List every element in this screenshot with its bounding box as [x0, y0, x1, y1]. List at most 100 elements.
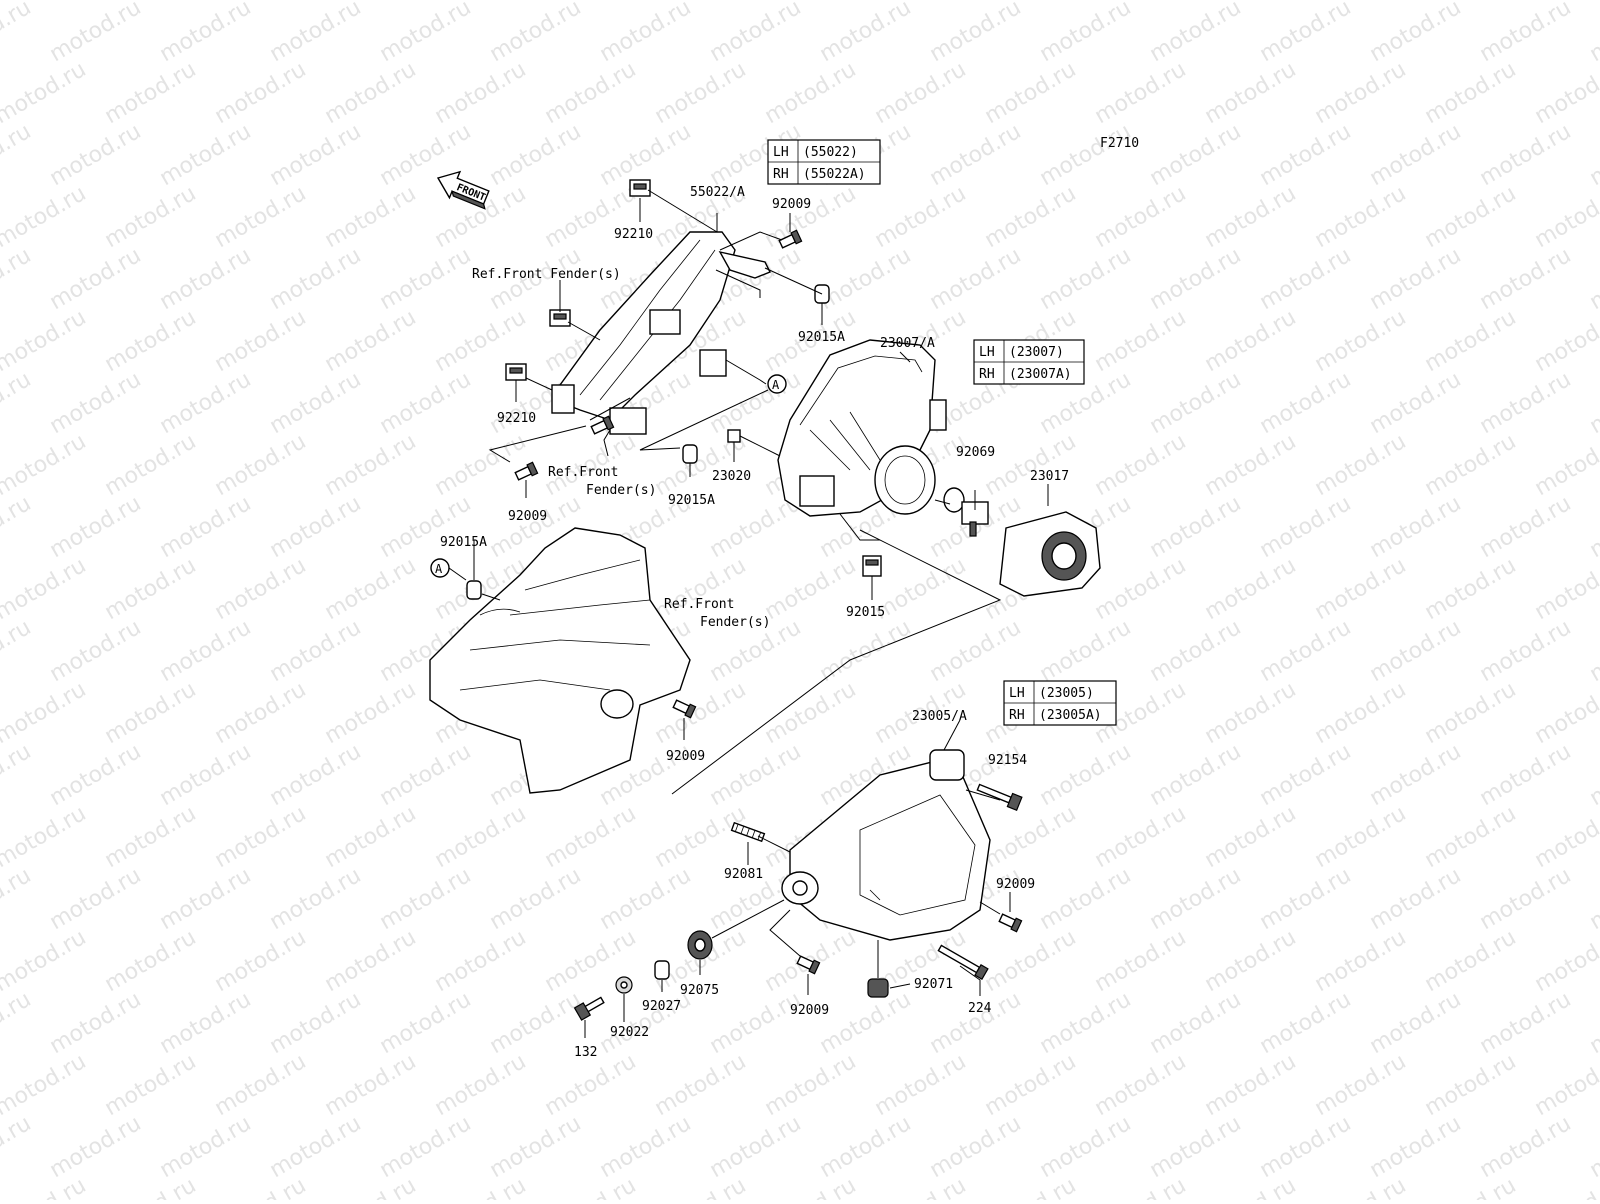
- part-label: 92081: [724, 867, 763, 882]
- screw-92009-left-icon: [514, 462, 537, 481]
- watermark-text: motod.ru: [321, 1173, 421, 1200]
- watermark-text: motod.ru: [101, 925, 201, 997]
- watermark-text: motod.ru: [1421, 1049, 1521, 1121]
- watermark-text: motod.ru: [156, 243, 256, 315]
- watermark-text: motod.ru: [101, 57, 201, 129]
- watermark-text: motod.ru: [541, 801, 641, 873]
- watermark-text: motod.ru: [1201, 677, 1301, 749]
- watermark-text: motod.ru: [0, 429, 90, 501]
- part-label: 92015A: [440, 535, 487, 550]
- watermark-text: motod.ru: [1091, 181, 1191, 253]
- watermark-text: motod.ru: [1036, 0, 1136, 67]
- table-side: LH: [773, 145, 789, 160]
- watermark-text: motod.ru: [376, 0, 476, 67]
- watermark-text: motod.ru: [266, 119, 366, 191]
- part-label: 224: [968, 1001, 992, 1016]
- watermark-text: motod.ru: [1091, 801, 1191, 873]
- watermark-text: motod.ru: [156, 615, 256, 687]
- watermark-text: motod.ru: [1531, 801, 1600, 873]
- watermark-text: motod.ru: [156, 119, 256, 191]
- watermark-text: motod.ru: [1366, 987, 1466, 1059]
- part-label: 92009: [790, 1003, 829, 1018]
- bolt-132-icon: [575, 994, 606, 1020]
- watermark-text: motod.ru: [431, 801, 531, 873]
- part-label: 92009: [996, 877, 1035, 892]
- watermark-text: motod.ru: [1586, 863, 1600, 935]
- watermark-text: motod.ru: [1036, 987, 1136, 1059]
- watermark-text: motod.ru: [1256, 615, 1356, 687]
- watermark-text: motod.ru: [1036, 243, 1136, 315]
- watermark-text: motod.ru: [211, 677, 311, 749]
- watermark-text: motod.ru: [156, 863, 256, 935]
- watermark-text: motod.ru: [0, 367, 35, 439]
- part-label: 23007/A: [880, 336, 935, 351]
- table-part: (23007): [1009, 345, 1064, 360]
- watermark-text: motod.ru: [0, 801, 90, 873]
- spacer-92015A-bracket-icon: [683, 445, 697, 463]
- watermark-text: motod.ru: [0, 57, 90, 129]
- watermark-text: motod.ru: [651, 57, 751, 129]
- watermark-text: motod.ru: [0, 1111, 35, 1183]
- watermark-text: motod.ru: [0, 0, 35, 67]
- watermark-text: motod.ru: [486, 987, 586, 1059]
- watermark-text: motod.ru: [1531, 305, 1600, 377]
- reference-label: Fender(s): [700, 615, 770, 630]
- watermark-text: motod.ru: [761, 1173, 861, 1200]
- watermark-text: motod.ru: [926, 0, 1026, 67]
- svg-text:A: A: [772, 378, 780, 392]
- watermark-text: motod.ru: [706, 1111, 806, 1183]
- part-label: 92210: [497, 411, 536, 426]
- watermark-text: motod.ru: [1586, 739, 1600, 811]
- part-label: 55022/A: [690, 185, 745, 200]
- headlight-cover-drawing: [782, 750, 990, 940]
- watermark-text: motod.ru: [1366, 491, 1466, 563]
- watermark-text: motod.ru: [266, 615, 366, 687]
- part-label: 92009: [666, 749, 705, 764]
- svg-text:A: A: [435, 562, 443, 576]
- watermark-text: motod.ru: [1531, 1049, 1600, 1121]
- watermark-text: motod.ru: [46, 491, 146, 563]
- watermark-text: motod.ru: [1531, 1173, 1600, 1200]
- watermark-text: motod.ru: [1531, 181, 1600, 253]
- part-label: 92009: [508, 509, 547, 524]
- watermark-text: motod.ru: [926, 119, 1026, 191]
- watermark-text: motod.ru: [1531, 429, 1600, 501]
- watermark-text: motod.ru: [1531, 553, 1600, 625]
- watermark-text: motod.ru: [1586, 0, 1600, 67]
- watermark-text: motod.ru: [1091, 57, 1191, 129]
- watermark-text: motod.ru: [1146, 243, 1246, 315]
- watermark-text: motod.ru: [1091, 553, 1191, 625]
- watermark-text: motod.ru: [1366, 0, 1466, 67]
- watermark-text: motod.ru: [541, 57, 641, 129]
- headlight-assembly-drawing: [778, 340, 946, 516]
- watermark-text: motod.ru: [266, 987, 366, 1059]
- watermark-text: motod.ru: [266, 367, 366, 439]
- watermark-text: motod.ru: [1311, 1049, 1411, 1121]
- watermark-text: motod.ru: [321, 57, 421, 129]
- figure-code: F2710: [1100, 136, 1139, 151]
- watermark-text: motod.ru: [1201, 305, 1301, 377]
- part-label: 92075: [680, 983, 719, 998]
- table-part: (23005): [1039, 686, 1094, 701]
- watermark-text: motod.ru: [981, 57, 1081, 129]
- watermark-text: motod.ru: [1421, 305, 1521, 377]
- watermark-text: motod.ru: [871, 181, 971, 253]
- watermark-text: motod.ru: [1036, 1111, 1136, 1183]
- table-part: (55022): [803, 145, 858, 160]
- part-label: 23005/A: [912, 709, 967, 724]
- reference-marker-a-upper: A: [768, 375, 786, 393]
- watermark-text: motod.ru: [1531, 57, 1600, 129]
- watermark-text: motod.ru: [1146, 739, 1246, 811]
- watermark-text: motod.ru: [1366, 243, 1466, 315]
- watermark-text: motod.ru: [1476, 863, 1576, 935]
- watermark-text: motod.ru: [0, 677, 90, 749]
- watermark-text: motod.ru: [0, 181, 90, 253]
- watermark-text: motod.ru: [1256, 1111, 1356, 1183]
- watermark-text: motod.ru: [1586, 1111, 1600, 1183]
- part-label: 92069: [956, 445, 995, 460]
- watermark-text: motod.ru: [321, 677, 421, 749]
- watermark-text: motod.ru: [1256, 863, 1356, 935]
- watermark-text: motod.ru: [211, 429, 311, 501]
- watermark-text: motod.ru: [0, 615, 35, 687]
